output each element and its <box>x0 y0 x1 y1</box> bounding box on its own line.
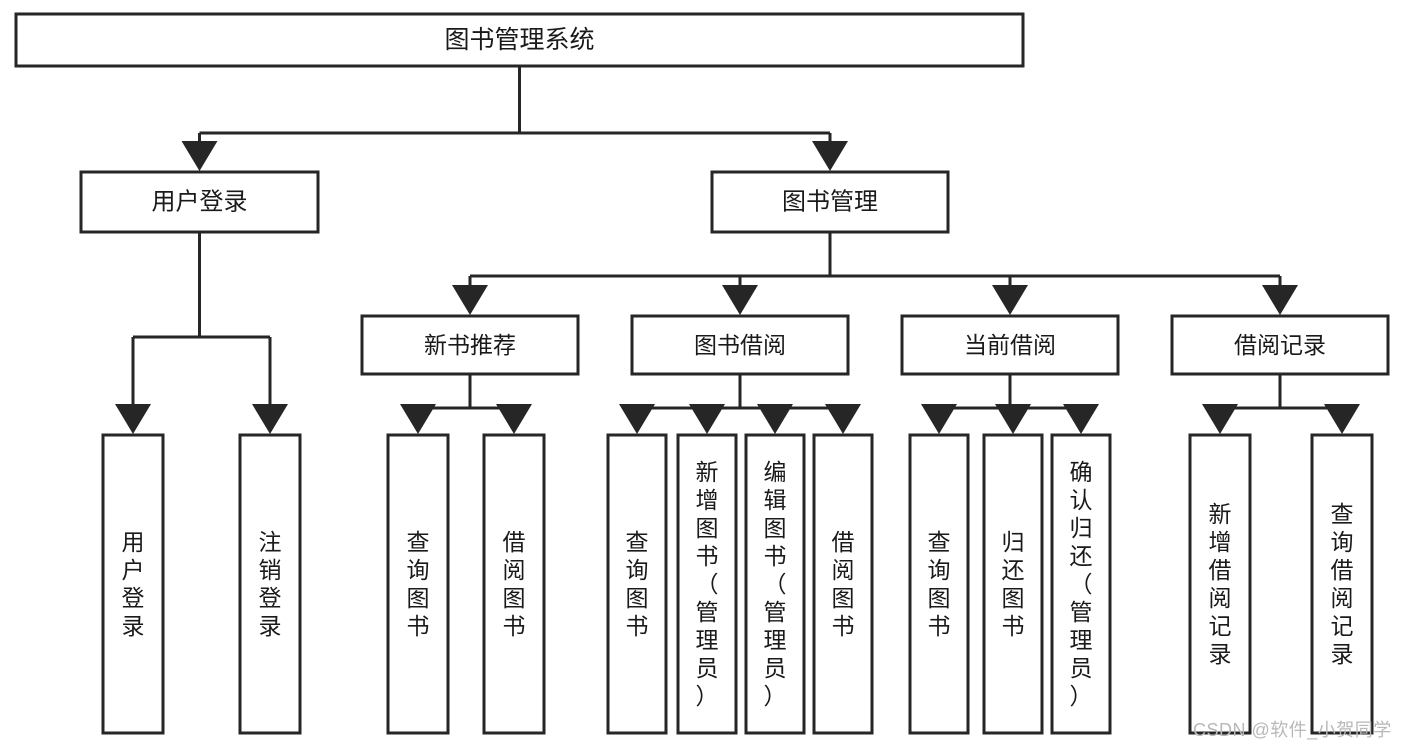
node-query-book-3-rect[interactable] <box>908 433 970 735</box>
node-add-book-admin[interactable]: 新增图书（管理员） <box>676 433 738 735</box>
node-borrow-book-2-rect[interactable] <box>812 433 874 735</box>
node-borrow-book-2[interactable]: 借阅图书 <box>812 433 874 735</box>
node-book-manage-label: 图书管理 <box>782 189 878 216</box>
node-current-borrow-label: 当前借阅 <box>964 332 1056 358</box>
node-confirm-return-label: 确认归还（管理员） <box>1070 459 1093 709</box>
node-book-borrow[interactable]: 图书借阅 <box>630 314 850 376</box>
node-user-login-leaf-label: 用户登录 <box>122 529 145 639</box>
node-query-book-2[interactable]: 查询图书 <box>606 433 668 735</box>
node-user-login-rect[interactable] <box>79 170 320 234</box>
node-borrow-book-1[interactable]: 借阅图书 <box>482 433 546 735</box>
node-new-book-rec[interactable]: 新书推荐 <box>360 314 580 376</box>
node-user-logout-leaf-rect[interactable] <box>238 433 302 735</box>
node-borrow-book-1-rect[interactable] <box>482 433 546 735</box>
node-return-book-rect[interactable] <box>982 433 1044 735</box>
node-query-book-3[interactable]: 查询图书 <box>908 433 970 735</box>
node-add-borrow-rec-label: 新增借阅记录 <box>1209 501 1232 667</box>
node-query-book-1[interactable]: 查询图书 <box>386 433 450 735</box>
node-user-login-leaf[interactable]: 用户登录 <box>101 433 165 735</box>
node-confirm-return[interactable]: 确认归还（管理员） <box>1050 433 1112 735</box>
node-current-borrow-rect[interactable] <box>900 314 1120 376</box>
node-edit-book-admin[interactable]: 编辑图书（管理员） <box>744 433 806 735</box>
node-book-borrow-rect[interactable] <box>630 314 850 376</box>
node-borrow-book-2-label: 借阅图书 <box>832 529 855 639</box>
csdn-watermark: CSDN @软件_小贺同学 <box>1193 720 1392 740</box>
node-query-book-3-label: 查询图书 <box>928 529 951 639</box>
node-query-book-2-rect[interactable] <box>606 433 668 735</box>
node-return-book[interactable]: 归还图书 <box>982 433 1044 735</box>
node-add-borrow-rec-rect[interactable] <box>1188 433 1252 735</box>
node-new-book-rec-label: 新书推荐 <box>424 332 516 358</box>
nodes-layer: 图书管理系统用户登录图书管理新书推荐图书借阅当前借阅借阅记录用户登录注销登录查询… <box>14 12 1390 735</box>
node-new-book-rec-rect[interactable] <box>360 314 580 376</box>
node-borrow-record-label: 借阅记录 <box>1234 332 1326 358</box>
node-edit-book-admin-label: 编辑图书（管理员） <box>764 459 787 709</box>
node-query-book-1-rect[interactable] <box>386 433 450 735</box>
node-query-borrow-rec-rect[interactable] <box>1310 433 1374 735</box>
node-borrow-record[interactable]: 借阅记录 <box>1170 314 1390 376</box>
edges-layer <box>115 66 1360 434</box>
node-user-logout-leaf[interactable]: 注销登录 <box>238 433 302 735</box>
node-add-book-admin-rect[interactable] <box>676 433 738 735</box>
node-query-borrow-rec[interactable]: 查询借阅记录 <box>1310 433 1374 735</box>
node-root-rect[interactable] <box>14 12 1025 68</box>
node-user-logout-leaf-label: 注销登录 <box>259 529 282 639</box>
node-user-login-leaf-rect[interactable] <box>101 433 165 735</box>
node-return-book-label: 归还图书 <box>1002 529 1025 639</box>
node-root-label: 图书管理系统 <box>444 26 594 54</box>
node-query-book-1-label: 查询图书 <box>407 529 430 639</box>
node-borrow-record-rect[interactable] <box>1170 314 1390 376</box>
node-confirm-return-rect[interactable] <box>1050 433 1112 735</box>
node-add-borrow-rec[interactable]: 新增借阅记录 <box>1188 433 1252 735</box>
node-edit-book-admin-rect[interactable] <box>744 433 806 735</box>
node-book-borrow-label: 图书借阅 <box>694 332 786 358</box>
node-root[interactable]: 图书管理系统 <box>14 12 1025 68</box>
node-query-book-2-label: 查询图书 <box>626 529 649 639</box>
node-user-login-label: 用户登录 <box>152 189 248 216</box>
node-user-login[interactable]: 用户登录 <box>79 170 320 234</box>
node-borrow-book-1-label: 借阅图书 <box>503 529 526 639</box>
node-query-borrow-rec-label: 查询借阅记录 <box>1331 501 1354 667</box>
node-book-manage[interactable]: 图书管理 <box>710 170 950 234</box>
node-add-book-admin-label: 新增图书（管理员） <box>696 459 719 709</box>
node-book-manage-rect[interactable] <box>710 170 950 234</box>
node-current-borrow[interactable]: 当前借阅 <box>900 314 1120 376</box>
